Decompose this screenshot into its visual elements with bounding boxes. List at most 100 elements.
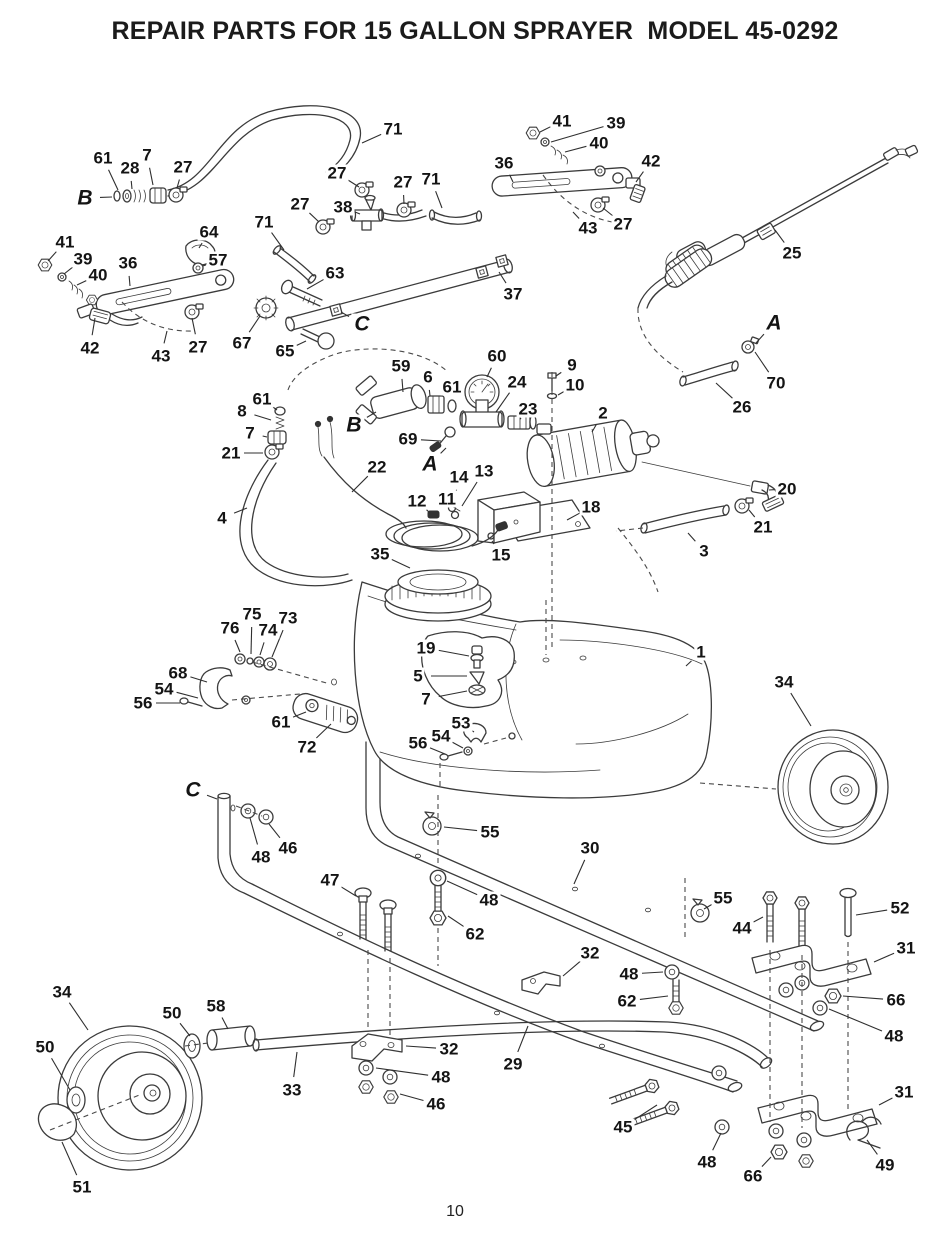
part-callout-48: 48	[617, 964, 641, 984]
part-callout-5: 5	[411, 666, 425, 686]
part-callout-10: 10	[563, 375, 587, 395]
part-callout-38: 38	[331, 197, 355, 217]
leader-line	[149, 167, 154, 186]
hub-cap	[37, 1103, 77, 1141]
leader-line	[63, 266, 74, 275]
part-callout-41: 41	[53, 232, 77, 252]
part-callout-7: 7	[243, 423, 257, 443]
part-callout-7: 7	[419, 689, 433, 709]
part-callout-73: 73	[276, 608, 300, 628]
part-callout-67: 67	[230, 333, 254, 353]
part-callout-51: 51	[70, 1177, 94, 1197]
leader-line	[292, 711, 307, 718]
leader-line	[755, 333, 765, 344]
leader-line	[176, 179, 180, 189]
leader-line	[446, 880, 478, 896]
part-callout-32: 32	[578, 943, 602, 963]
section-letter-B: B	[74, 187, 96, 209]
part-callout-34: 34	[50, 982, 74, 1002]
leader-line	[573, 859, 586, 885]
tee-nozzle-assembly	[272, 181, 483, 284]
section-letter-B: B	[343, 414, 365, 436]
part-callout-70: 70	[764, 373, 788, 393]
part-callout-46: 46	[424, 1094, 448, 1114]
part-callout-43: 43	[149, 346, 173, 366]
leader-line	[517, 1025, 529, 1053]
part-callout-71: 71	[252, 212, 276, 232]
leader-line	[685, 660, 692, 667]
part-callout-36: 36	[492, 153, 516, 173]
leader-line	[564, 145, 587, 153]
leader-line	[347, 179, 360, 188]
leader-line	[566, 512, 580, 521]
leader-line	[447, 915, 465, 928]
part-callout-22: 22	[365, 457, 389, 477]
leader-line	[405, 1045, 437, 1049]
sprocket-washer	[253, 295, 279, 321]
leader-line	[61, 1141, 78, 1176]
leader-line	[562, 961, 581, 977]
leader-line	[234, 639, 241, 653]
part-callout-13: 13	[472, 461, 496, 481]
part-callout-53: 53	[449, 713, 473, 733]
part-callout-14: 14	[447, 467, 471, 487]
part-callout-39: 39	[604, 113, 628, 133]
part-callout-50: 50	[160, 1003, 184, 1023]
tank-outlet-fittings	[239, 406, 353, 587]
part-callout-9: 9	[565, 355, 579, 375]
part-callout-43: 43	[576, 218, 600, 238]
bolt-65	[300, 328, 335, 350]
siphon-hose-assembly	[113, 105, 362, 204]
part-callout-7: 7	[140, 145, 154, 165]
part-callout-76: 76	[218, 618, 242, 638]
leader-line	[108, 169, 119, 191]
leader-line	[249, 817, 259, 845]
leader-line	[340, 311, 350, 318]
part-callout-74: 74	[256, 620, 280, 640]
leader-line	[179, 1022, 191, 1037]
part-callout-66: 66	[741, 1166, 765, 1186]
leader-line	[633, 1104, 658, 1121]
part-callout-58: 58	[204, 996, 228, 1016]
part-callout-25: 25	[780, 243, 804, 263]
leader-line	[271, 629, 284, 658]
axle-bracket-hardware-left	[351, 1033, 403, 1104]
leader-line	[428, 389, 431, 397]
axle-washer-inner	[66, 1086, 86, 1114]
axle-spacer	[206, 1025, 256, 1051]
part-callout-6: 6	[421, 367, 435, 387]
leader-line	[198, 242, 203, 249]
part-callout-72: 72	[295, 737, 319, 757]
bracket-32-lower	[351, 1033, 403, 1062]
tank-lid	[384, 569, 492, 622]
manifold-assembly	[355, 375, 552, 453]
leader-line	[855, 909, 888, 916]
section-letter-A: A	[419, 453, 441, 475]
leader-line	[366, 411, 377, 418]
channel-bar	[285, 254, 513, 332]
wand-holder-hardware	[230, 803, 274, 825]
part-callout-8: 8	[235, 401, 249, 421]
part-callout-40: 40	[86, 265, 110, 285]
spray-wand-assembly	[637, 144, 919, 387]
leader-line	[842, 995, 884, 1000]
leader-line	[391, 558, 411, 569]
section-letter-A: A	[763, 312, 785, 334]
part-callout-11: 11	[436, 489, 458, 509]
part-callout-54: 54	[429, 726, 453, 746]
leader-line	[761, 1156, 772, 1167]
part-callout-3: 3	[697, 541, 711, 561]
part-callout-2: 2	[596, 403, 610, 423]
part-callout-66: 66	[884, 990, 908, 1010]
part-callout-50: 50	[33, 1037, 57, 1057]
leader-line	[498, 271, 507, 284]
part-callout-52: 52	[888, 898, 912, 918]
leader-line	[361, 133, 382, 144]
bracket-31-upper	[751, 944, 872, 987]
anti-surge-bracket	[292, 692, 359, 734]
leader-line	[91, 317, 96, 336]
leader-line	[461, 481, 478, 507]
leader-line	[401, 378, 404, 393]
leader-line	[271, 232, 285, 251]
